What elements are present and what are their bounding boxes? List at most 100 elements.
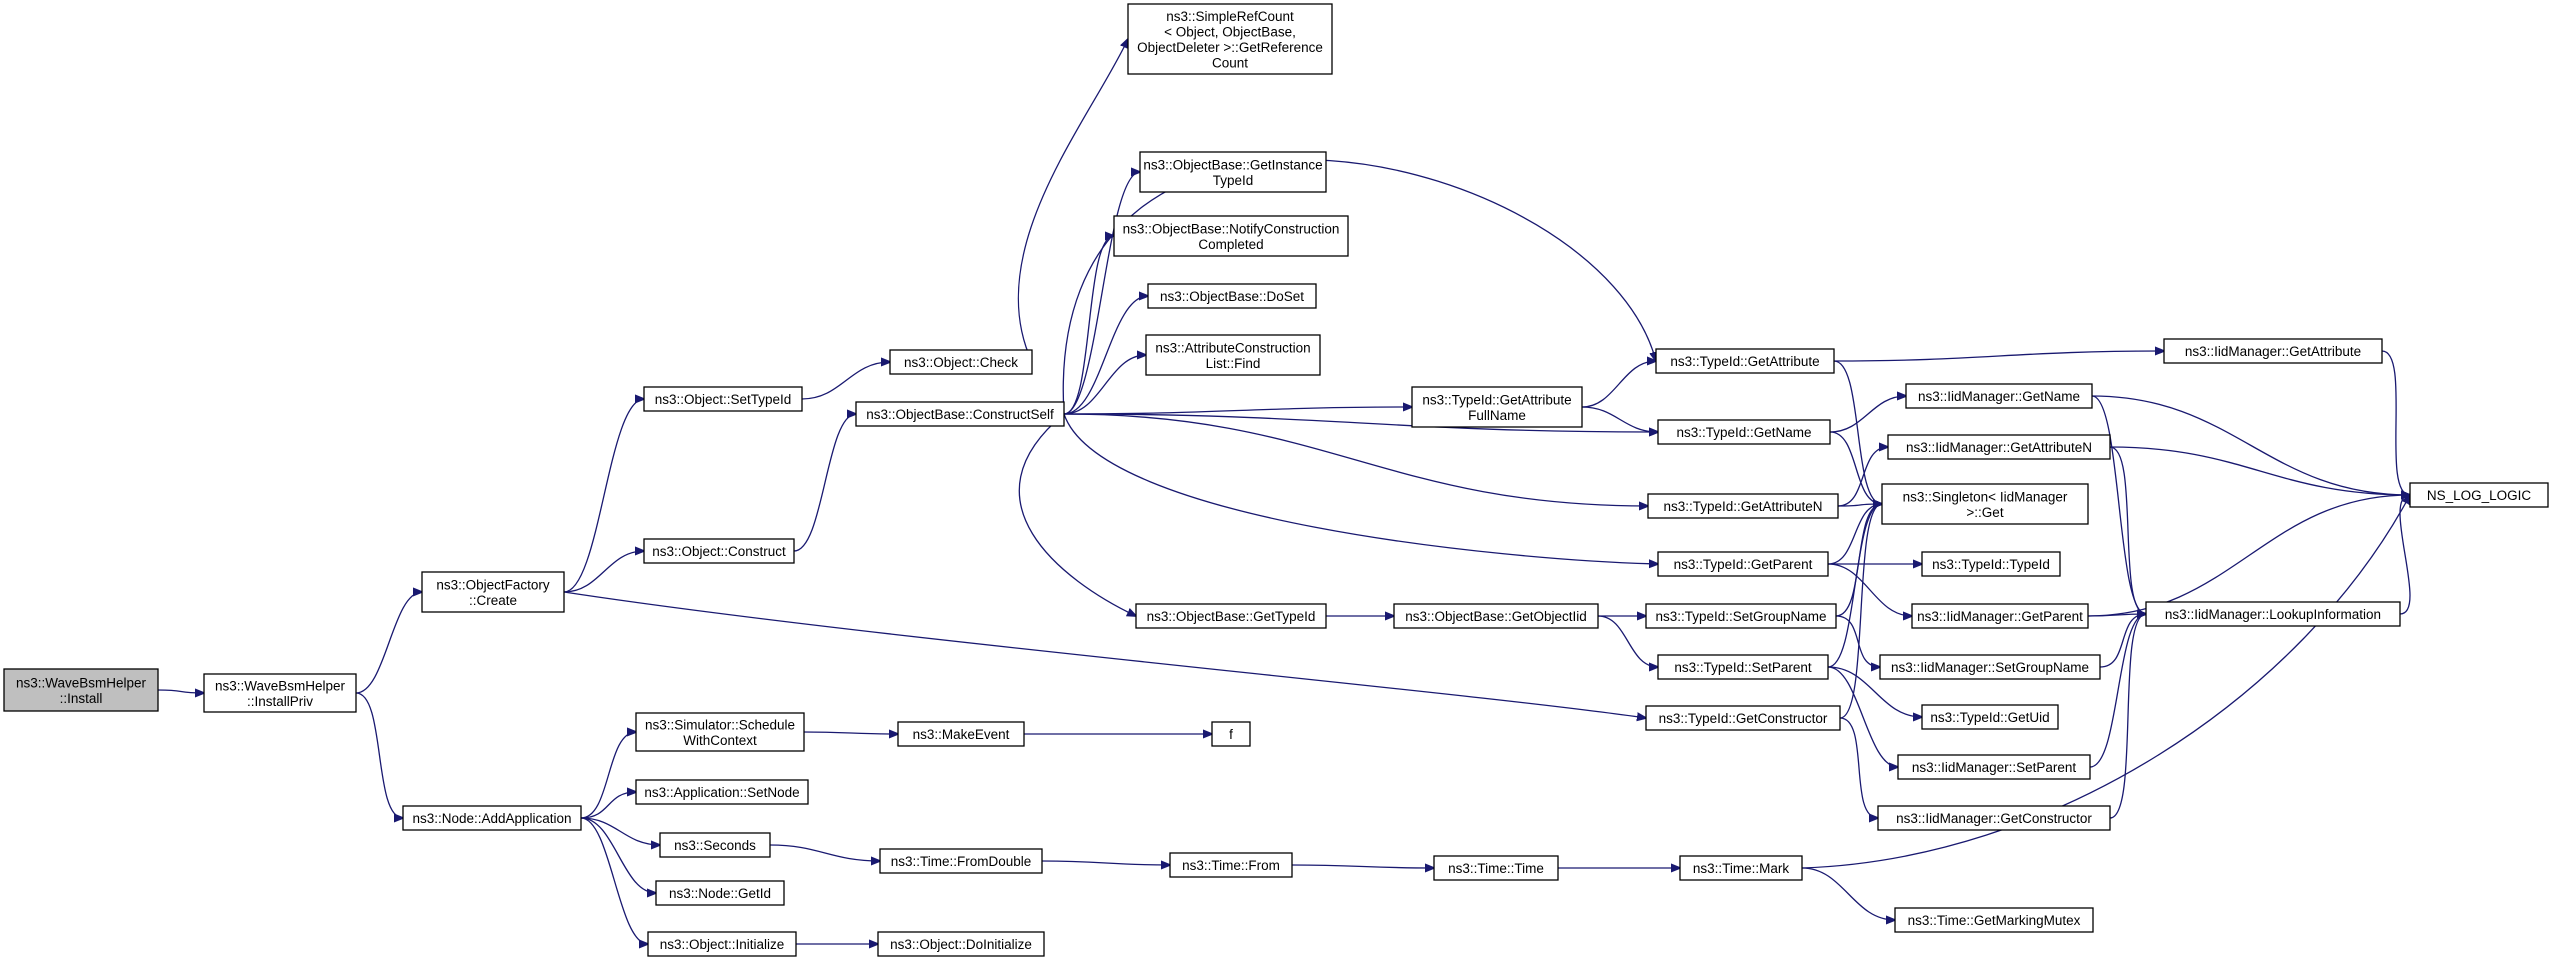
node-iid_lookup-box — [2145, 601, 2401, 627]
node-tid_getctor[interactable]: ns3::TypeId::GetConstructor — [1645, 705, 1841, 731]
node-initialize-box — [647, 931, 797, 957]
node-timefrom[interactable]: ns3::Time::From — [1169, 852, 1293, 878]
node-iid_getctor[interactable]: ns3::IidManager::GetConstructor — [1877, 805, 2111, 831]
node-attrfullname-label-0: ns3::TypeId::GetAttribute — [1422, 392, 1571, 407]
node-timefrom-box — [1169, 852, 1293, 878]
node-getinstance-label-0: ns3::ObjectBase::GetInstance — [1143, 157, 1322, 172]
node-getid[interactable]: ns3::Node::GetId — [655, 880, 785, 906]
edge-sched-to-makeevent — [803, 732, 898, 734]
node-tid_setparent-box — [1657, 654, 1829, 680]
node-tid_getattrn[interactable]: ns3::TypeId::GetAttributeN — [1647, 493, 1839, 519]
edge-addapp-to-getid — [580, 817, 656, 893]
node-sched-label-1: WithContext — [683, 733, 757, 748]
node-tid_setparent-label-0: ns3::TypeId::SetParent — [1674, 660, 1812, 675]
node-iid_getattr-box — [2163, 338, 2383, 364]
node-notify-label-1: Completed — [1198, 237, 1263, 252]
node-addapp[interactable]: ns3::Node::AddApplication — [402, 805, 582, 831]
edge-tid_setgroup-to-iid_setgroup — [1835, 615, 1880, 667]
node-getobjectiid-box — [1393, 603, 1599, 629]
node-getid-label-0: ns3::Node::GetId — [669, 886, 771, 901]
node-doset[interactable]: ns3::ObjectBase::DoSet — [1147, 283, 1317, 309]
node-iid_lookup-label-0: ns3::IidManager::LookupInformation — [2165, 607, 2381, 622]
node-obgettypeid[interactable]: ns3::ObjectBase::GetTypeId — [1135, 603, 1327, 629]
node-refcount-box — [1127, 3, 1333, 75]
node-markingmutex[interactable]: ns3::Time::GetMarkingMutex — [1894, 907, 2094, 933]
node-getobjectiid[interactable]: ns3::ObjectBase::GetObjectIid — [1393, 603, 1599, 629]
node-settypeid[interactable]: ns3::Object::SetTypeId — [643, 386, 803, 412]
node-tid_setparent[interactable]: ns3::TypeId::SetParent — [1657, 654, 1829, 680]
node-iid_setparent[interactable]: ns3::IidManager::SetParent — [1897, 754, 2091, 780]
edge-iid_getattrn-to-nslog — [2109, 446, 2410, 495]
node-tid_getattr[interactable]: ns3::TypeId::GetAttribute — [1655, 348, 1835, 374]
edge-constructself-to-tid_getattrn — [1063, 413, 1648, 506]
node-notify-box — [1113, 215, 1349, 257]
node-nslog[interactable]: NS_LOG_LOGIC — [2409, 482, 2549, 508]
node-getobjectiid-label-0: ns3::ObjectBase::GetObjectIid — [1405, 609, 1587, 624]
node-iid_getname[interactable]: ns3::IidManager::GetName — [1905, 383, 2093, 409]
node-singleton[interactable]: ns3::Singleton< IidManager>::Get — [1881, 483, 2089, 525]
node-of_create[interactable]: ns3::ObjectFactory::Create — [421, 571, 565, 613]
node-f[interactable]: f — [1211, 721, 1251, 747]
node-initialize[interactable]: ns3::Object::Initialize — [647, 931, 797, 957]
node-installpriv[interactable]: ns3::WaveBsmHelper::InstallPriv — [203, 673, 357, 713]
node-tid_getuid[interactable]: ns3::TypeId::GetUid — [1921, 704, 2059, 730]
edge-constructself-to-attrfullname — [1063, 407, 1412, 415]
edge-constructself-to-acfind — [1063, 355, 1146, 415]
node-constructself[interactable]: ns3::ObjectBase::ConstructSelf — [855, 401, 1065, 427]
node-tid_getattr-box — [1655, 348, 1835, 374]
node-attrfullname-box — [1411, 386, 1583, 428]
node-iid_getattrn[interactable]: ns3::IidManager::GetAttributeN — [1887, 434, 2111, 460]
node-settypeid-label-0: ns3::Object::SetTypeId — [655, 392, 792, 407]
edge-seconds-to-fromdouble — [769, 844, 880, 861]
edge-timemark-to-markingmutex — [1801, 867, 1895, 920]
node-install[interactable]: ns3::WaveBsmHelper::Install — [3, 668, 159, 712]
node-install-box — [3, 668, 159, 712]
node-iid_lookup[interactable]: ns3::IidManager::LookupInformation — [2145, 601, 2401, 627]
node-getinstance-box — [1139, 151, 1327, 193]
node-notify[interactable]: ns3::ObjectBase::NotifyConstructionCompl… — [1113, 215, 1349, 257]
node-refcount-label-1: < Object, ObjectBase, — [1164, 24, 1296, 39]
node-tid_getparent-box — [1657, 551, 1829, 577]
edge-addapp-to-sched — [580, 732, 636, 819]
node-tid_getparent[interactable]: ns3::TypeId::GetParent — [1657, 551, 1829, 577]
node-tid_getattrn-label-0: ns3::TypeId::GetAttributeN — [1663, 499, 1822, 514]
node-tid_getname[interactable]: ns3::TypeId::GetName — [1657, 419, 1831, 445]
node-markingmutex-box — [1894, 907, 2094, 933]
node-tid_setgroup[interactable]: ns3::TypeId::SetGroupName — [1645, 603, 1837, 629]
edge-attrfullname-to-tid_getattr — [1581, 361, 1656, 408]
edge-addapp-to-appsetnode — [580, 792, 636, 819]
node-fromdouble[interactable]: ns3::Time::FromDouble — [879, 848, 1043, 874]
node-seconds[interactable]: ns3::Seconds — [659, 832, 771, 858]
node-iid_getparent[interactable]: ns3::IidManager::GetParent — [1911, 603, 2089, 629]
edge-tid_getattr-to-singleton — [1833, 360, 1882, 504]
node-doinitialize-label-0: ns3::Object::DoInitialize — [890, 937, 1032, 952]
node-iid_getname-box — [1905, 383, 2093, 409]
node-iid_getattr[interactable]: ns3::IidManager::GetAttribute — [2163, 338, 2383, 364]
node-iid_setgroup[interactable]: ns3::IidManager::SetGroupName — [1879, 654, 2101, 680]
node-construct[interactable]: ns3::Object::Construct — [643, 538, 795, 564]
node-doinitialize[interactable]: ns3::Object::DoInitialize — [877, 931, 1045, 957]
node-seconds-box — [659, 832, 771, 858]
node-check[interactable]: ns3::Object::Check — [889, 349, 1033, 375]
node-tid_typeid[interactable]: ns3::TypeId::TypeId — [1921, 551, 2061, 577]
node-timetime[interactable]: ns3::Time::Time — [1433, 855, 1559, 881]
node-appsetnode-box — [635, 779, 809, 805]
node-install-label-0: ns3::WaveBsmHelper — [16, 675, 147, 690]
node-tid_getctor-box — [1645, 705, 1841, 731]
node-getid-box — [655, 880, 785, 906]
edge-constructself-to-getinstance — [1063, 172, 1140, 415]
node-refcount[interactable]: ns3::SimpleRefCount< Object, ObjectBase,… — [1127, 3, 1333, 75]
edge-iid_lookup-to-nslog — [2399, 495, 2410, 615]
node-timemark[interactable]: ns3::Time::Mark — [1679, 855, 1803, 881]
edge-tid_getparent-to-iid_getparent — [1827, 563, 1912, 616]
node-tid_getctor-label-0: ns3::TypeId::GetConstructor — [1659, 711, 1828, 726]
node-appsetnode[interactable]: ns3::Application::SetNode — [635, 779, 809, 805]
node-makeevent[interactable]: ns3::MakeEvent — [897, 721, 1025, 747]
node-tid_setgroup-box — [1645, 603, 1837, 629]
edge-iid_getname-to-nslog — [2091, 395, 2410, 495]
